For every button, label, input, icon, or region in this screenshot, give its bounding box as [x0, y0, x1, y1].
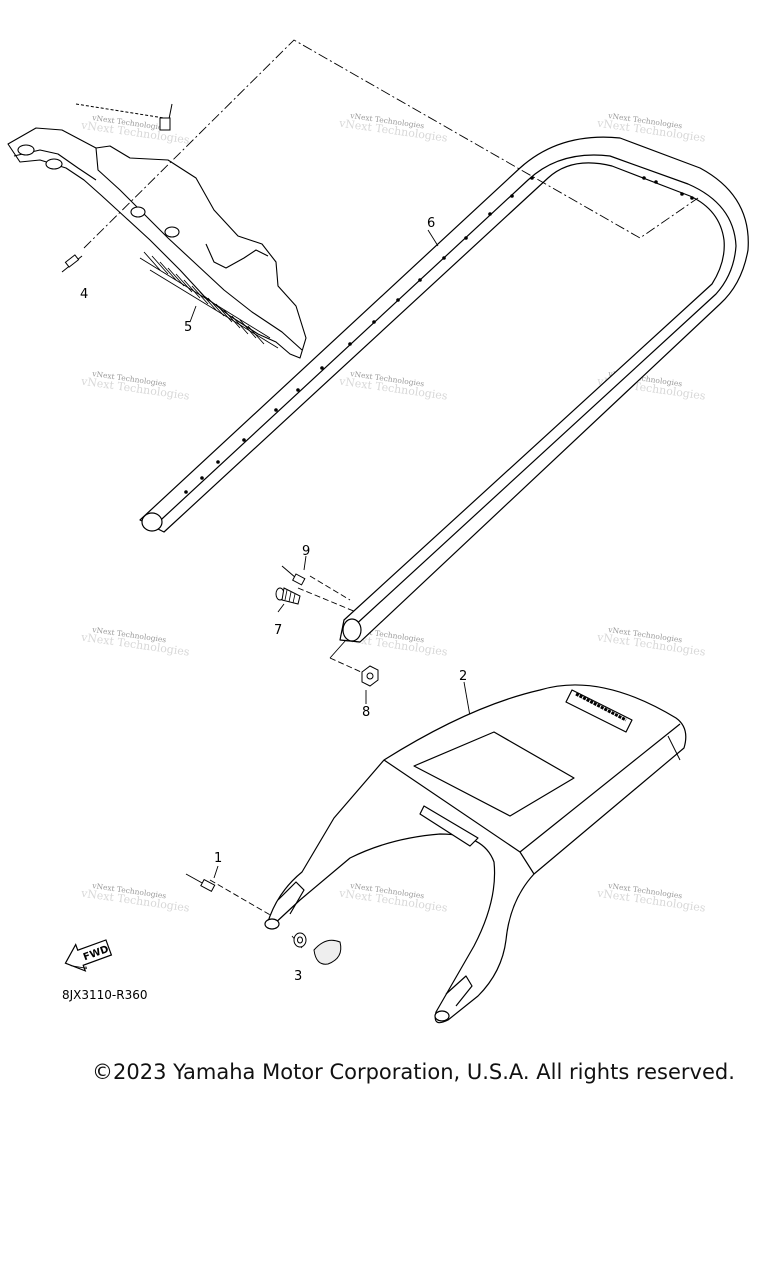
forward-arrow-icon: FWD — [64, 939, 113, 972]
callout-8: 8 — [362, 705, 370, 720]
part-6-handle-bar — [139, 136, 749, 643]
watermark: vNext Technologies vNext Technologies — [79, 113, 190, 147]
part-8-nut — [361, 665, 379, 687]
watermark: vNext Technologies vNext Technologies — [595, 881, 706, 915]
callout-labels: 1 2 3 4 5 6 7 8 9 — [80, 216, 467, 984]
callout-2: 2 — [459, 669, 467, 684]
callout-9: 9 — [302, 544, 310, 559]
part-2-seat-cover — [264, 684, 687, 1024]
part-7-bolt — [275, 587, 301, 605]
watermark: vNext Technologies vNext Technologies — [337, 111, 448, 145]
callout-5: 5 — [184, 320, 192, 335]
drawing-code: 8JX3110-R360 — [62, 988, 148, 1002]
callout-1: 1 — [214, 851, 222, 866]
watermark: vNext Technologies vNext Technologies — [337, 369, 448, 403]
watermark: vNext Technologies vNext Technologies — [79, 625, 190, 659]
copyright-notice: ©2023 Yamaha Motor Corporation, U.S.A. A… — [92, 1060, 735, 1084]
watermark: vNext Technologies vNext Technologies — [595, 625, 706, 659]
callout-7: 7 — [274, 623, 282, 638]
part-9-clip — [281, 565, 306, 586]
part-3-grommet — [293, 932, 342, 965]
part-4-screw — [61, 103, 173, 273]
watermark: vNext Technologies vNext Technologies — [79, 881, 190, 915]
parts-diagram: vNext Technologies vNext Technologies vN… — [7, 39, 749, 1024]
leader-lines — [83, 39, 699, 949]
watermark: vNext Technologies vNext Technologies — [337, 881, 448, 915]
callout-6: 6 — [427, 216, 435, 231]
callout-4: 4 — [80, 287, 88, 302]
part-5-rear-flap — [7, 127, 307, 359]
callout-3: 3 — [294, 969, 302, 984]
watermark: vNext Technologies vNext Technologies — [79, 369, 190, 403]
part-1-rivet — [185, 873, 216, 893]
